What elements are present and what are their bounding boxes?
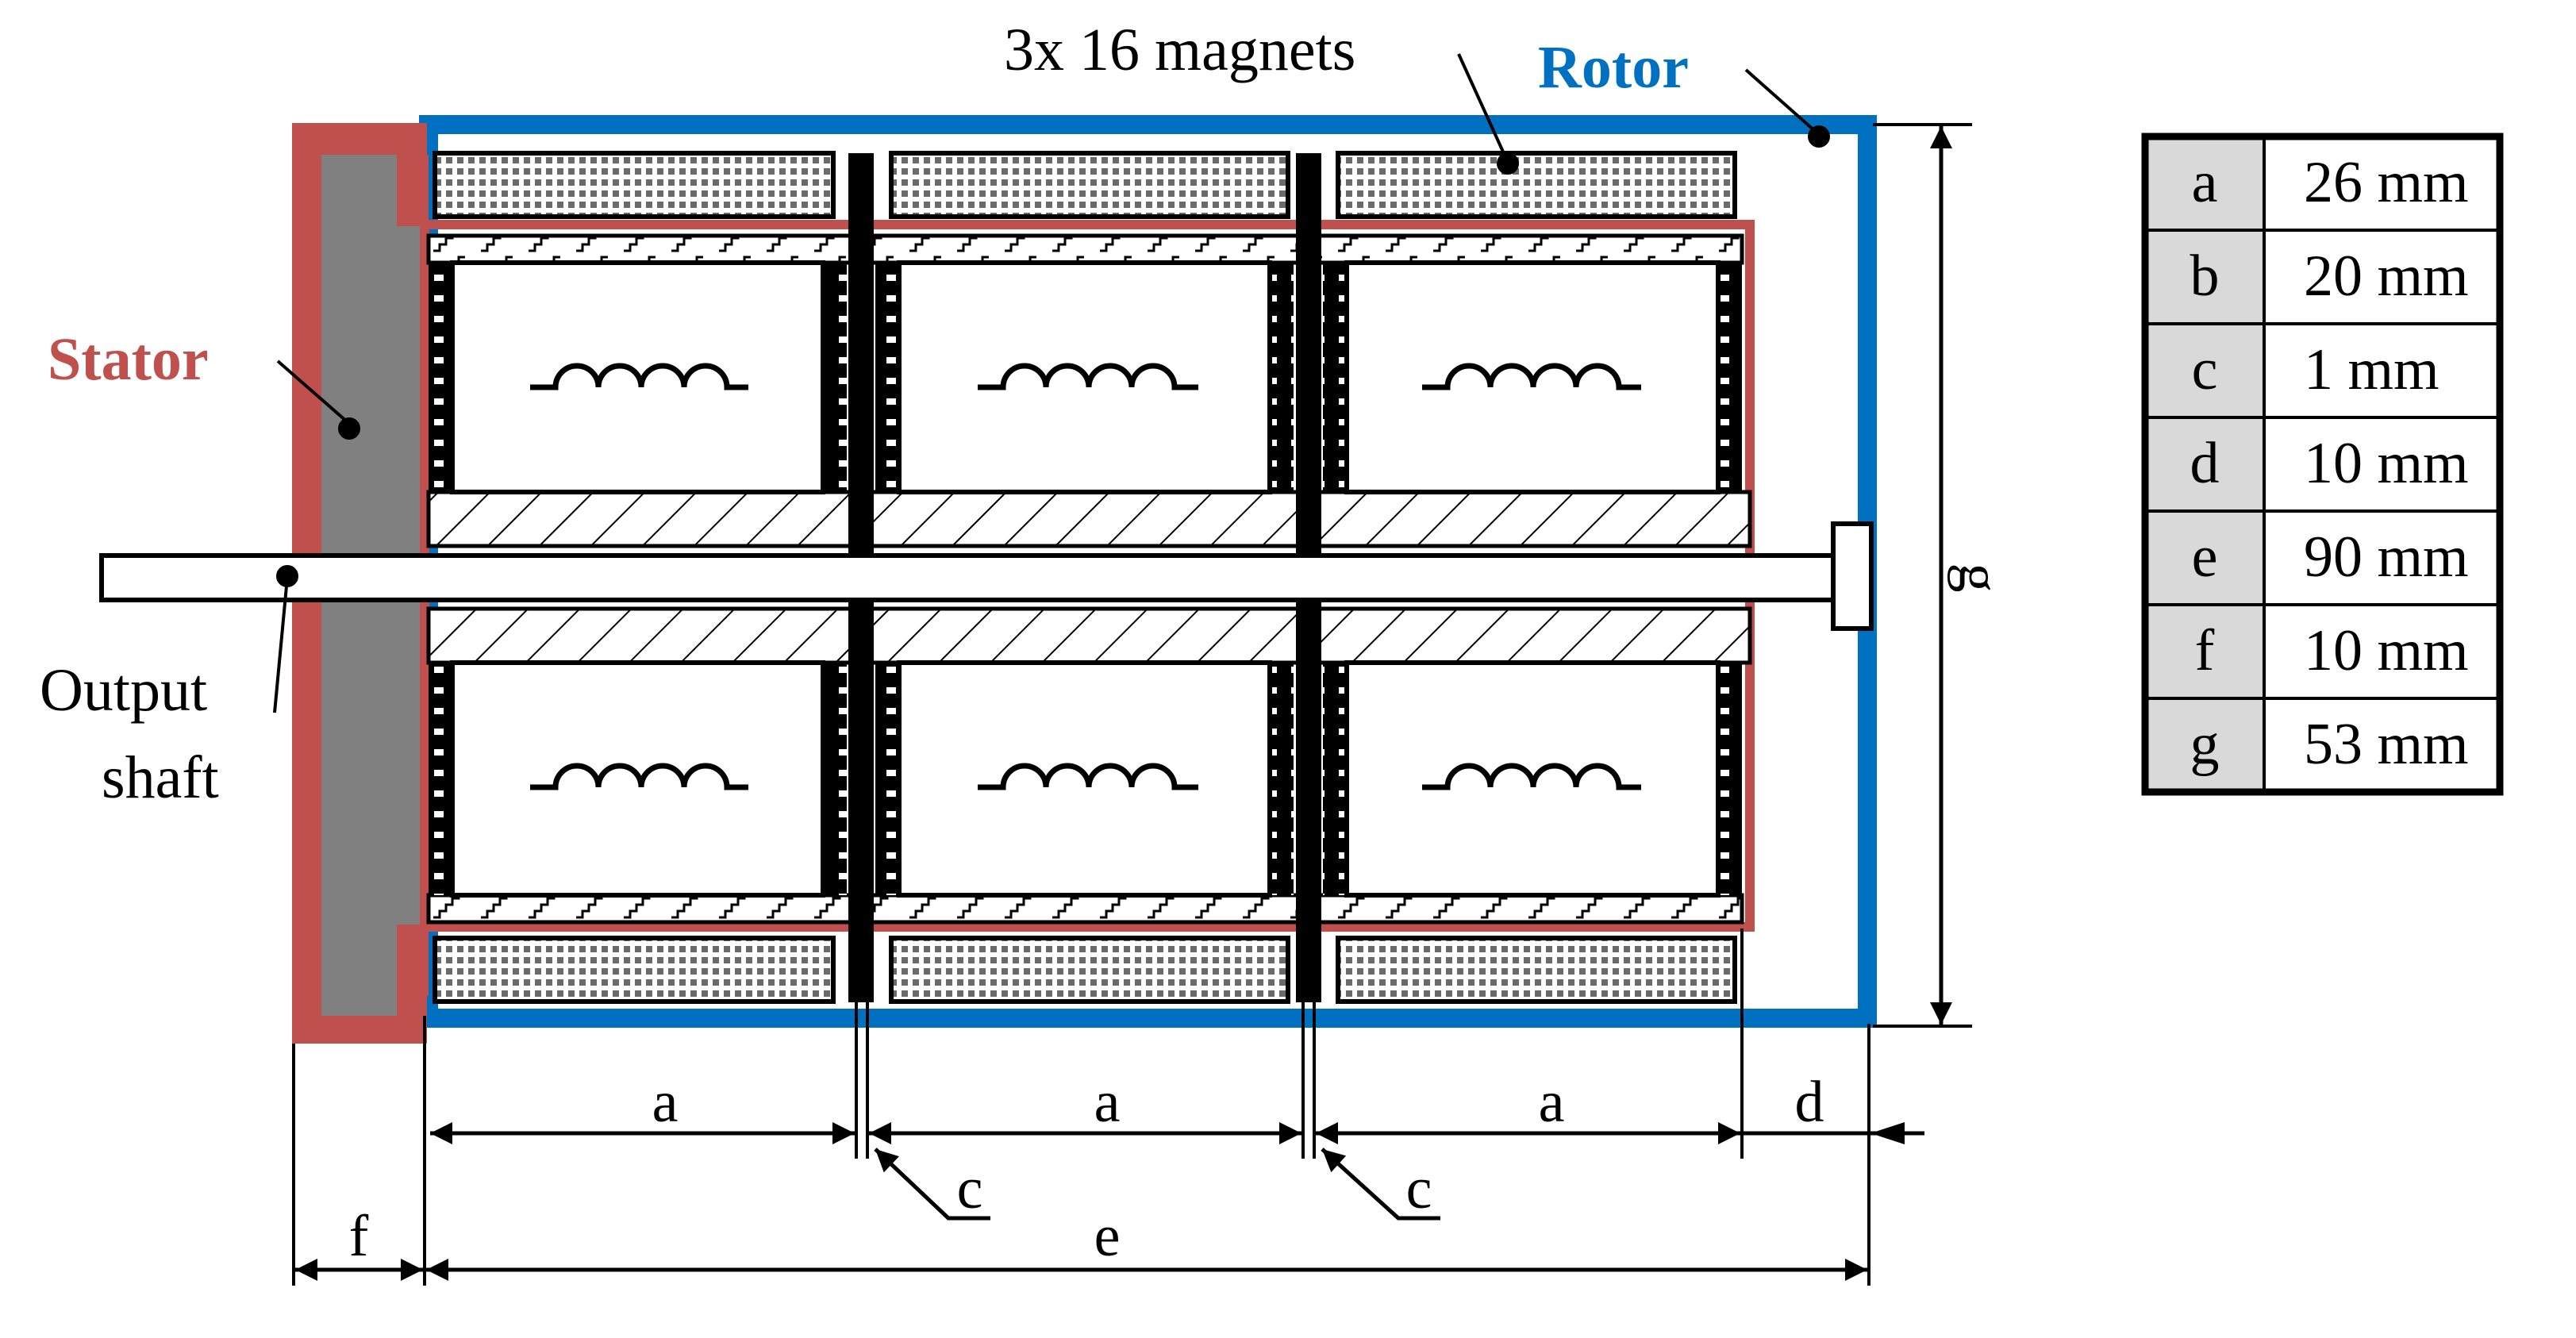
table-key-cell bbox=[2143, 603, 2266, 700]
table-key: b bbox=[2190, 244, 2220, 309]
winding-walls bbox=[429, 263, 1742, 895]
table-value-cell bbox=[2263, 322, 2501, 419]
output-shaft bbox=[99, 521, 1874, 631]
magnets-bottom bbox=[433, 936, 1737, 1004]
magnet bbox=[1336, 151, 1737, 219]
table-key: e bbox=[2192, 525, 2218, 590]
magnet bbox=[889, 936, 1290, 1004]
dim-f-label: f bbox=[349, 1204, 369, 1269]
extension-lines bbox=[292, 123, 1972, 1286]
coil-icon bbox=[978, 763, 1198, 790]
rotor-label: Rotor bbox=[1538, 34, 1689, 101]
coil-icon bbox=[530, 363, 748, 390]
magnets-top bbox=[433, 151, 1737, 219]
output-shaft-label-line2: shaft bbox=[102, 744, 219, 811]
table-value: 1 mm bbox=[2304, 337, 2440, 402]
coil-icon bbox=[1422, 763, 1641, 790]
leader-lines bbox=[273, 53, 1830, 713]
magnet bbox=[433, 936, 836, 1004]
output-shaft-label-line1: Output bbox=[40, 657, 207, 724]
dim-a1-label: a bbox=[652, 1070, 679, 1135]
magnets-label: 3x 16 magnets bbox=[1004, 17, 1355, 83]
table-key: d bbox=[2190, 431, 2220, 496]
dim-c2-label: c bbox=[1406, 1156, 1432, 1221]
dimension-arrows bbox=[295, 126, 1952, 1281]
table-key: g bbox=[2190, 712, 2220, 777]
table-key-cell bbox=[2143, 509, 2266, 606]
table-value: 10 mm bbox=[2304, 431, 2469, 496]
lower-core-band bbox=[426, 606, 1752, 665]
table-value: 10 mm bbox=[2304, 618, 2469, 683]
upper-core-band bbox=[426, 490, 1752, 548]
table-border bbox=[2141, 133, 2504, 796]
table-key-cell bbox=[2143, 697, 2266, 794]
bottom-yoke-band bbox=[426, 893, 1744, 925]
dim-e-label: e bbox=[1094, 1204, 1121, 1269]
dim-c1-leader bbox=[874, 1148, 990, 1221]
magnet bbox=[1336, 936, 1737, 1004]
table-key: c bbox=[2192, 337, 2218, 402]
coil-icon bbox=[978, 363, 1198, 390]
table-key: a bbox=[2192, 150, 2218, 215]
magnet bbox=[889, 151, 1290, 219]
magnet bbox=[433, 151, 836, 219]
dim-c2-leader bbox=[1321, 1148, 1440, 1221]
top-yoke-band bbox=[426, 233, 1744, 265]
dim-g-label: g bbox=[1947, 563, 2012, 593]
stator-label: Stator bbox=[48, 326, 209, 393]
table-value: 90 mm bbox=[2304, 525, 2469, 590]
dim-d-arrowhead bbox=[1870, 1122, 1905, 1144]
table-value: 20 mm bbox=[2304, 244, 2469, 309]
coil-symbols bbox=[530, 363, 1641, 790]
coil-icon bbox=[1422, 363, 1641, 390]
dim-c1-label: c bbox=[957, 1156, 983, 1221]
dim-a2-label: a bbox=[1094, 1070, 1121, 1135]
dim-d-label: d bbox=[1795, 1070, 1824, 1135]
table-key: f bbox=[2195, 618, 2215, 683]
coil-icon bbox=[530, 763, 748, 790]
dim-a3-label: a bbox=[1539, 1070, 1565, 1135]
table-value: 26 mm bbox=[2304, 150, 2469, 215]
table-value: 53 mm bbox=[2304, 712, 2469, 777]
dimensions-table: a 26 mm b 20 mm c 1 mm d 10 mm e 90 mm f 10 mm g 53 m… bbox=[2141, 133, 2504, 796]
